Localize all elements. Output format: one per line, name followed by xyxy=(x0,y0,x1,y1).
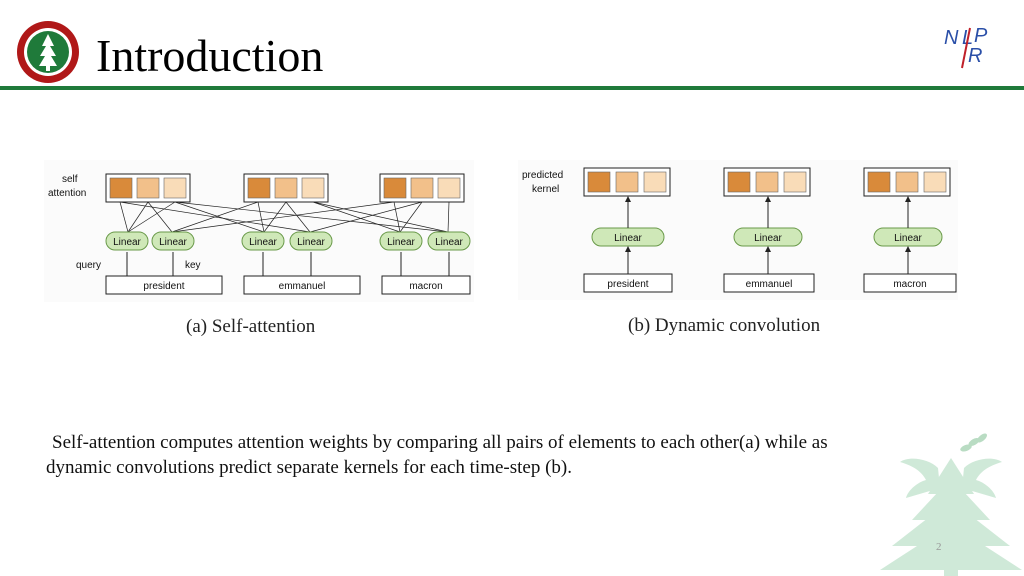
body-paragraph: Self-attention computes attention weight… xyxy=(46,430,946,480)
cell-mid xyxy=(895,171,919,193)
linear-label: Linear xyxy=(297,237,325,248)
cell-light xyxy=(437,177,461,199)
linear-label: Linear xyxy=(159,237,187,248)
linear-label: Linear xyxy=(435,237,463,248)
svg-text:P: P xyxy=(974,25,988,47)
token-label: president xyxy=(143,281,184,292)
token-label: macron xyxy=(893,279,926,290)
figure-b-caption: (b) Dynamic convolution xyxy=(628,315,821,336)
linear-node xyxy=(105,231,149,251)
university-logo xyxy=(17,21,79,83)
kernel-label: kernel xyxy=(532,184,559,195)
attention-label: attention xyxy=(48,188,86,199)
query-label: query xyxy=(76,260,101,271)
linear-label: Linear xyxy=(894,233,922,244)
svg-text:R: R xyxy=(968,45,982,67)
page-number: 2 xyxy=(936,541,942,553)
cell-mid xyxy=(755,171,779,193)
cell-light xyxy=(163,177,187,199)
cell-mid xyxy=(615,171,639,193)
self-label: self xyxy=(62,174,78,185)
linear-label: Linear xyxy=(387,237,415,248)
slide-title: Introduction xyxy=(96,30,324,81)
cell-mid xyxy=(136,177,160,199)
token-box xyxy=(381,275,471,295)
cell-dark xyxy=(867,171,891,193)
body-line: dynamic convolutions predict separate ke… xyxy=(46,457,572,478)
token-box xyxy=(723,273,815,293)
cell-dark xyxy=(109,177,133,199)
predicted-label: predicted xyxy=(522,170,563,181)
key-label: key xyxy=(185,260,201,271)
linear-node xyxy=(289,231,333,251)
token-label: president xyxy=(607,279,648,290)
token-label: emmanuel xyxy=(746,279,793,290)
linear-label: Linear xyxy=(113,237,141,248)
cell-dark xyxy=(383,177,407,199)
cell-mid xyxy=(274,177,298,199)
token-box xyxy=(105,275,223,295)
svg-text:N: N xyxy=(944,27,959,49)
cell-mid xyxy=(410,177,434,199)
nlpr-logo: N L P R xyxy=(944,25,988,69)
linear-label: Linear xyxy=(754,233,782,244)
title-divider xyxy=(0,86,1024,90)
token-label: emmanuel xyxy=(279,281,326,292)
token-box xyxy=(243,275,361,295)
cell-light xyxy=(301,177,325,199)
figure-a-caption: (a) Self-attention xyxy=(186,316,316,337)
cell-dark xyxy=(247,177,271,199)
token-box xyxy=(863,273,957,293)
cell-light xyxy=(923,171,947,193)
token-label: macron xyxy=(409,281,442,292)
linear-label: Linear xyxy=(249,237,277,248)
tree-watermark-icon xyxy=(880,433,1022,576)
linear-node xyxy=(241,231,285,251)
cell-light xyxy=(783,171,807,193)
linear-node xyxy=(427,231,471,251)
cell-dark xyxy=(727,171,751,193)
linear-node xyxy=(151,231,195,251)
cell-dark xyxy=(587,171,611,193)
linear-label: Linear xyxy=(614,233,642,244)
self-attention-figure: Linear Linear Linear Linear Linear Linea… xyxy=(44,160,474,302)
linear-node xyxy=(379,231,423,251)
dynamic-convolution-figure: Linear Linear Linear predicted kernel pr… xyxy=(518,160,958,300)
body-line: Self-attention computes attention weight… xyxy=(52,432,828,453)
cell-light xyxy=(643,171,667,193)
